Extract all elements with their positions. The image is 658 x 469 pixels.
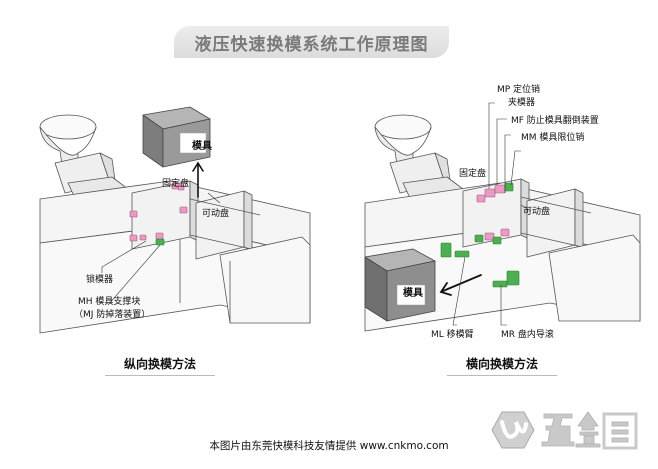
vertical-change-diagram: 模具 固定盘 可动盘 锁模器 MH 模具支撑块 （MJ 防掉落装置） (20, 85, 320, 345)
vertical-method-caption: 纵向换模方法 (105, 355, 215, 376)
mp-locating-pin-label: MP 定位销 (497, 85, 541, 95)
ml-transfer-arm-label: ML 移模臂 (431, 330, 474, 340)
mf-anti-tip-label: MF 防止模具翻倒装置 (511, 116, 599, 126)
mr-inner-roller-label: MR 盘内导滚 (501, 330, 554, 340)
clamp-label: 夹模器 (508, 98, 536, 108)
moving-platen-label: 可动盘 (202, 209, 230, 219)
mh-support-label: MH 模具支撑块 (78, 297, 141, 307)
title-banner: 液压快速换模系统工作原理图 (174, 26, 449, 58)
mold-label: 模具 (192, 141, 212, 152)
locking-device-label: 锁模器 (86, 275, 114, 285)
vertical-change-drawing (39, 106, 311, 334)
fixed-platen-label: 固定盘 (162, 179, 190, 189)
fixed-platen-label-right: 固定盘 (459, 169, 487, 179)
mj-anti-fall-label: （MJ 防掉落装置） (74, 310, 151, 320)
mm-limit-pin-label: MM 模具限位销 (521, 133, 585, 143)
logo-mark-icon (491, 411, 638, 450)
horizontal-change-drawing (364, 102, 641, 332)
horizontal-method-caption: 横向换模方法 (447, 355, 557, 376)
wujinquan-logo (486, 400, 646, 462)
source-credit: 本图片由东莞快模科技友情提供 www.cnkmo.com (209, 440, 449, 452)
horizontal-change-diagram: MP 定位销 夹模器 MF 防止模具翻倒装置 MM 模具限位销 固定盘 可动盘 … (335, 85, 650, 345)
moving-platen-label-right: 可动盘 (523, 207, 551, 217)
diagram-title: 液压快速换模系统工作原理图 (194, 34, 429, 55)
mold-label-right: 模具 (403, 288, 423, 299)
